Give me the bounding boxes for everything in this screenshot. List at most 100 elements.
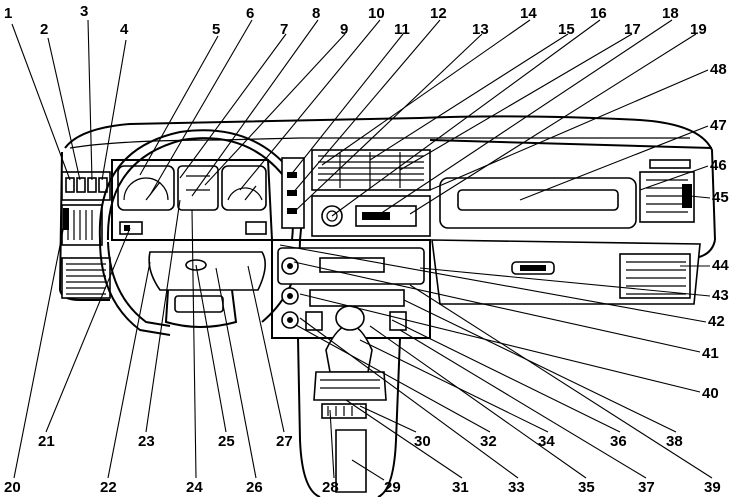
callout-28: 28 — [322, 479, 339, 496]
leader-3 — [87, 19, 93, 181]
leader-1 — [11, 23, 71, 181]
callout-13: 13 — [472, 21, 489, 38]
leader-5 — [139, 35, 219, 176]
callout-1: 1 — [4, 5, 12, 22]
leader-10 — [239, 19, 381, 191]
callout-18: 18 — [662, 5, 679, 22]
centre-console — [271, 239, 431, 339]
leader-19 — [409, 33, 697, 215]
callout-20: 20 — [4, 479, 21, 496]
leader-6 — [149, 19, 253, 196]
callout-44: 44 — [712, 257, 729, 274]
callout-25: 25 — [218, 433, 235, 450]
callout-48: 48 — [710, 61, 727, 78]
callout-43: 43 — [712, 287, 729, 304]
callout-29: 29 — [384, 479, 401, 496]
leader-38 — [403, 299, 677, 433]
leader-37 — [399, 329, 647, 479]
callout-19: 19 — [690, 21, 707, 38]
leader-46 — [639, 165, 709, 191]
callout-11: 11 — [394, 21, 410, 38]
leader-33 — [299, 317, 519, 479]
callout-8: 8 — [312, 5, 320, 22]
callout-33: 33 — [508, 479, 525, 496]
leader-34 — [359, 339, 549, 433]
leader-7 — [179, 33, 287, 179]
leader-23 — [145, 199, 181, 433]
leader-30 — [359, 405, 417, 433]
leader-13 — [293, 33, 483, 213]
leader-48 — [429, 69, 709, 191]
centre-vents — [281, 149, 431, 237]
leader-9 — [204, 33, 346, 186]
leader-14 — [321, 19, 531, 166]
callout-24: 24 — [186, 479, 203, 496]
leader-42 — [279, 244, 707, 323]
callout-30: 30 — [414, 433, 431, 450]
leader-28 — [329, 409, 335, 479]
callout-4: 4 — [120, 21, 129, 38]
leader-lines — [11, 19, 713, 481]
callout-17: 17 — [624, 21, 641, 38]
callout-36: 36 — [610, 433, 627, 450]
callout-39: 39 — [704, 479, 721, 496]
leader-15 — [369, 33, 569, 161]
callout-45: 45 — [712, 189, 729, 206]
leader-17 — [399, 33, 633, 171]
callout-10: 10 — [368, 5, 385, 22]
callout-numbers: 1 2 3 4 5 6 7 8 9 10 11 12 13 14 15 16 1… — [4, 3, 729, 496]
callout-42: 42 — [708, 313, 725, 330]
leader-47 — [519, 125, 709, 201]
callout-34: 34 — [538, 433, 555, 450]
leader-27 — [247, 265, 285, 433]
leader-29 — [351, 459, 385, 481]
callout-16: 16 — [590, 5, 607, 22]
leader-2 — [47, 37, 81, 181]
leader-24 — [191, 209, 197, 479]
passenger-dash — [429, 139, 713, 305]
callout-5: 5 — [212, 21, 220, 38]
callout-6: 6 — [246, 5, 254, 22]
leader-21 — [45, 227, 131, 433]
leader-39 — [409, 284, 713, 479]
leader-35 — [369, 325, 587, 479]
callout-46: 46 — [710, 157, 727, 174]
callout-41: 41 — [702, 345, 719, 362]
callout-26: 26 — [246, 479, 263, 496]
callout-40: 40 — [702, 385, 719, 402]
callout-47: 47 — [710, 117, 727, 134]
callout-22: 22 — [100, 479, 117, 496]
callout-37: 37 — [638, 479, 655, 496]
instrument-cluster — [111, 159, 274, 241]
callout-31: 31 — [452, 479, 469, 496]
leader-31 — [345, 399, 463, 479]
leader-20 — [13, 214, 67, 479]
left-lower-vent — [61, 257, 111, 299]
leader-36 — [391, 319, 621, 433]
callout-2: 2 — [40, 21, 48, 38]
callout-23: 23 — [138, 433, 155, 450]
callout-14: 14 — [520, 5, 537, 22]
leader-4 — [101, 39, 127, 181]
leader-16 — [331, 19, 601, 217]
leader-45 — [689, 195, 711, 199]
callout-21: 21 — [38, 433, 55, 450]
leader-25 — [195, 264, 227, 433]
callout-32: 32 — [480, 433, 497, 450]
leader-12 — [291, 19, 441, 195]
leader-8 — [191, 19, 319, 197]
leader-26 — [215, 267, 257, 479]
callout-9: 9 — [340, 21, 348, 38]
callout-27: 27 — [276, 433, 293, 450]
leader-43 — [419, 267, 711, 297]
leader-18 — [379, 19, 673, 215]
callout-3: 3 — [80, 3, 88, 20]
leader-11 — [289, 33, 404, 177]
callout-38: 38 — [666, 433, 683, 450]
leader-22 — [107, 261, 151, 479]
callout-12: 12 — [430, 5, 447, 22]
callout-7: 7 — [280, 21, 288, 38]
callout-35: 35 — [578, 479, 595, 496]
dashboard-outline — [58, 115, 716, 301]
